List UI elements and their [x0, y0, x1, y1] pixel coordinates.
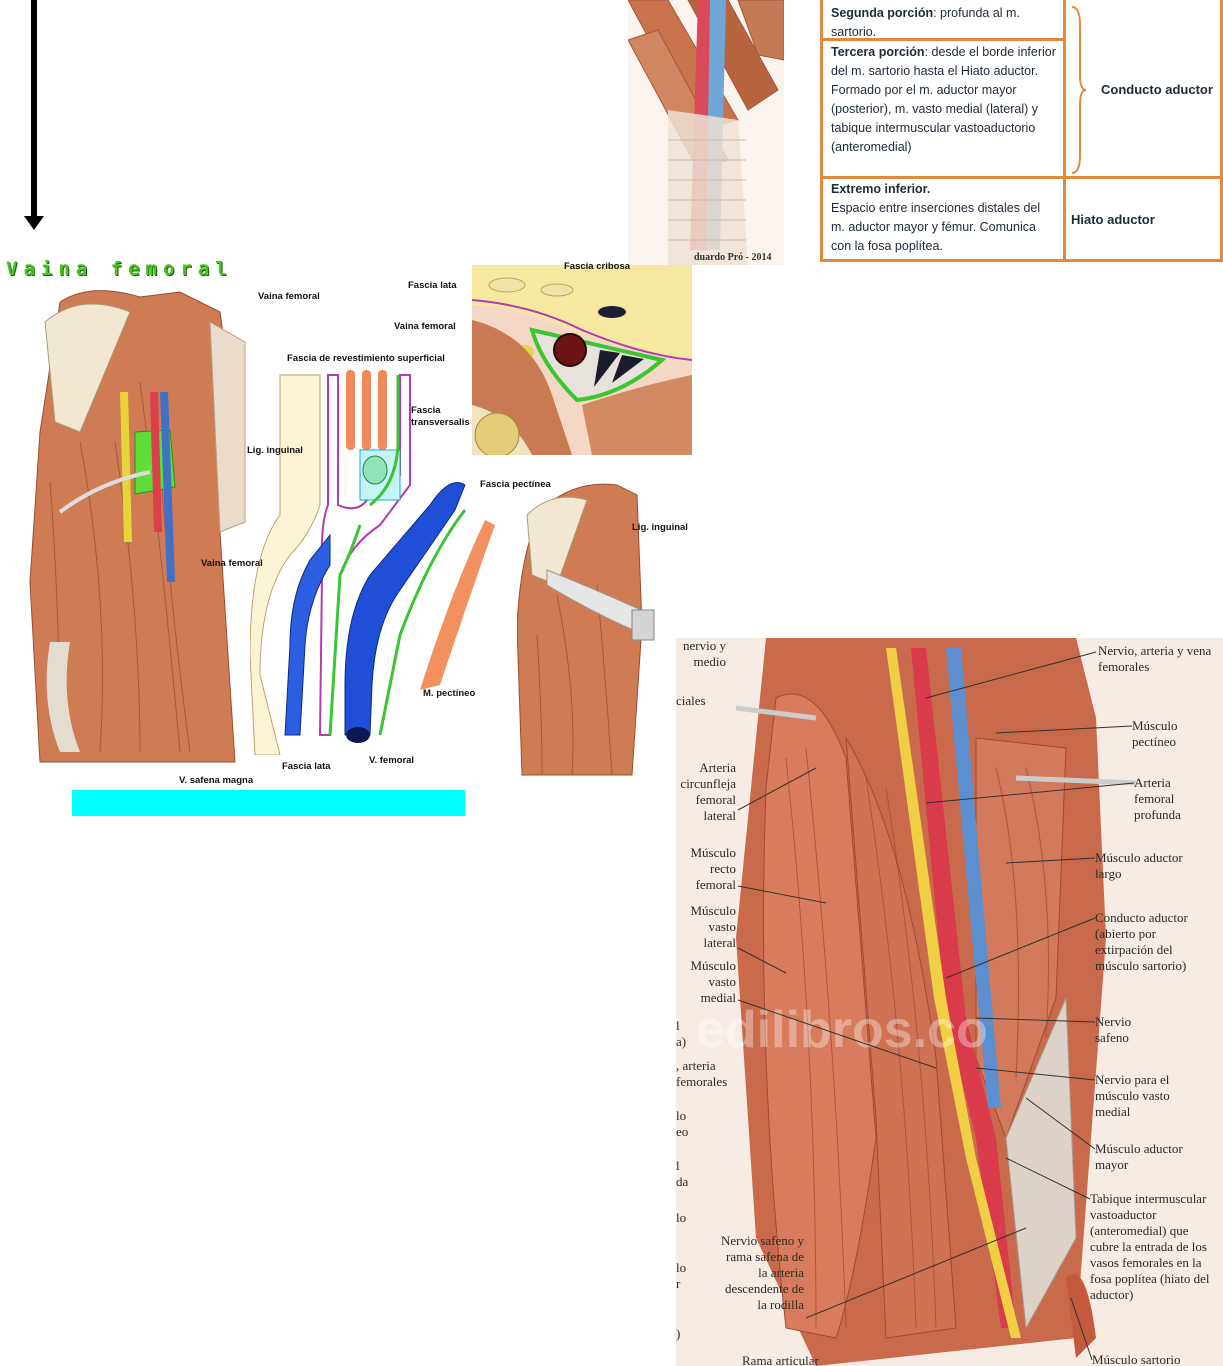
label-vaina-femoral: Vaina femoral: [258, 291, 320, 302]
row-label: Segunda porción: [831, 6, 934, 20]
label-nervio-vasto-medial: Nervio para el músculo vasto medial: [1095, 1072, 1170, 1119]
label-fascia-cribosa: Fascia cribosa: [564, 261, 631, 272]
label-fragment: lo: [676, 1210, 687, 1225]
label-fragment: lo r: [676, 1260, 687, 1291]
watermark: edilibros.co: [696, 1001, 988, 1059]
highlight-bar: [72, 790, 465, 816]
label-fascia-lata: Fascia lata: [282, 761, 331, 772]
table-cell-extremo: Extremo inferior. Espacio entre insercio…: [831, 180, 1056, 256]
row-text: Espacio entre inserciones distales del m…: [831, 201, 1041, 253]
table-cell-tercera: Tercera porción: desde el borde inferior…: [831, 43, 1056, 157]
table-divider: [823, 176, 1223, 179]
thigh-inguinal-illustration: [517, 483, 655, 776]
label-nervio-safeno-rama: Nervio safeno y rama safena de la arteri…: [720, 1233, 804, 1312]
label-arteria-femorales: , arteria femorales: [676, 1058, 728, 1089]
thigh-anterior-illustration: [29, 290, 246, 763]
group-label-conducto: Conducto aductor: [1101, 82, 1213, 97]
label-musculo-sartorio: Músculo sartorio: [1092, 1352, 1181, 1366]
hiato-label: Hiato aductor: [1071, 212, 1155, 227]
down-arrow-icon: [24, 216, 44, 230]
label-fragment: lo eo: [676, 1108, 689, 1139]
table-divider: [1063, 0, 1066, 262]
row-label: Extremo inferior.: [831, 182, 931, 196]
label-musculo-vasto-medial: Músculo vasto medial: [690, 958, 737, 1005]
label-v-femoral: V. femoral: [369, 755, 415, 766]
label-musculo-aductor-largo: Músculo aductor largo: [1095, 850, 1183, 881]
adductor-canal-table: Segunda porción: profunda al m. sartorio…: [820, 0, 1223, 262]
label-ciales: ciales: [676, 693, 706, 708]
cross-section-illustration: [472, 265, 692, 455]
label-fragment: l da: [676, 1158, 689, 1189]
femoral-sheath-schematic: [250, 370, 495, 755]
label-conducto-aductor: Conducto aductor (abierto por extirpació…: [1095, 910, 1188, 973]
label-lig-inguinal: Lig. inguinal: [247, 445, 303, 456]
label-fascia-pectinea: Fascia pectínea: [480, 479, 551, 490]
label-lig-inguinal: Lig. inguinal: [632, 522, 688, 533]
table-divider: [823, 38, 1063, 41]
label-fascia-transversalis: Fascia transversalis: [411, 405, 470, 428]
label-arteria-circunfleja: Arteria circunfleja femoral lateral: [680, 760, 736, 823]
label-vaina-femoral: Vaina femoral: [394, 321, 456, 332]
row-text: : profunda al m. sartorio.: [831, 6, 1020, 39]
label-nervio-safeno: Nervio safeno: [1095, 1014, 1132, 1045]
label-nervio-medio: nervio y medio: [683, 638, 726, 669]
curly-brace-icon: [1071, 6, 1086, 174]
label-musculo-aductor-mayor: Músculo aductor mayor: [1095, 1141, 1183, 1172]
label-fragment: l a): [676, 1018, 687, 1049]
label-musculo-pectineo: Músculo pectíneo: [1132, 718, 1178, 749]
label-v-safena-magna: V. safena magna: [179, 775, 254, 786]
vaina-femoral-title: Vaina femoral: [6, 258, 233, 280]
label-arteria-femoral-profunda: Arteria femoral profunda: [1134, 775, 1181, 822]
adductor-canal-illustration: [628, 0, 784, 265]
table-cell-segunda: Segunda porción: profunda al m. sartorio…: [831, 4, 1056, 42]
row-text: : desde el borde inferior del m. sartori…: [831, 45, 1056, 154]
label-m-pectineo: M. pectíneo: [423, 688, 476, 699]
label-rama-articular: Rama articular: [742, 1353, 819, 1366]
label-musculo-recto-femoral: Músculo recto femoral: [690, 845, 737, 892]
adductor-canal-dissection: edilibros.co nervio y medio ciales Arter…: [676, 638, 1223, 1366]
image-credit: duardo Pró - 2014: [694, 252, 772, 263]
label-nervio-arteria-vena: Nervio, arteria y vena femorales: [1098, 643, 1212, 674]
label-vaina-femoral: Vaina femoral: [201, 558, 263, 569]
row-label: Tercera porción: [831, 45, 925, 59]
down-arrow-shaft: [31, 0, 37, 218]
label-tabique-intermuscular: Tabique intermuscular vastoaductor (ante…: [1090, 1191, 1210, 1302]
label-fascia-lata: Fascia lata: [408, 280, 457, 291]
label-fascia-revestimiento: Fascia de revestimiento superficial: [287, 353, 445, 364]
label-musculo-vasto-lateral: Músculo vasto lateral: [690, 903, 737, 950]
label-fragment: ): [676, 1326, 681, 1341]
